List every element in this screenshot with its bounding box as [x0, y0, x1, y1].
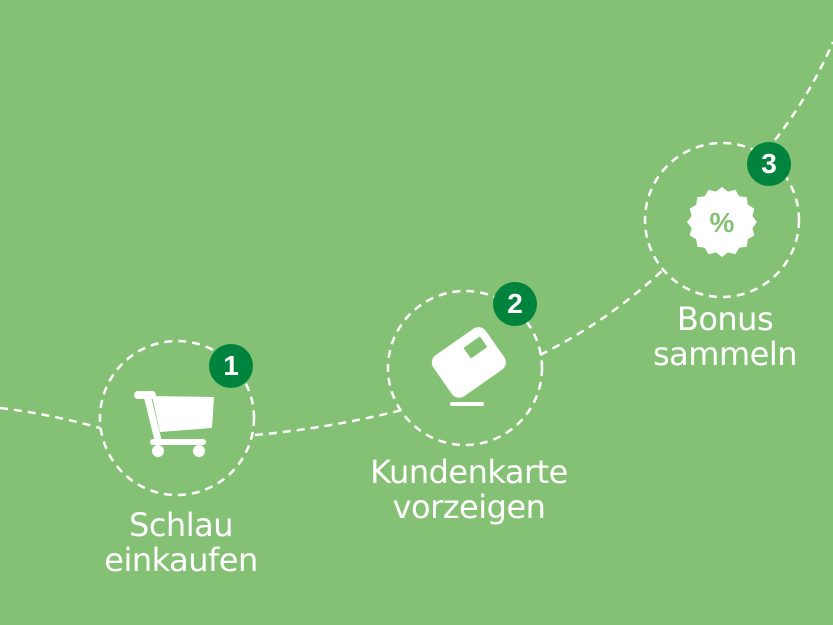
step-circle-2 — [386, 289, 544, 447]
step-label-line: Schlau — [129, 506, 233, 544]
path-segment — [0, 406, 101, 430]
step-circle-3 — [643, 141, 801, 299]
customer-card-icon — [431, 327, 506, 406]
step-label-line: sammeln — [653, 335, 797, 373]
step-badge-3: 3 — [747, 142, 791, 186]
svg-text:%: % — [710, 207, 735, 238]
shopping-cart-icon — [134, 391, 214, 457]
step-badge-2: 2 — [493, 282, 537, 326]
step-label-line: Kundenkarte — [370, 453, 568, 491]
path-segment — [774, 41, 833, 141]
step-label-line: Bonus — [676, 300, 774, 338]
step-circle-1 — [98, 339, 256, 497]
percent-badge-icon: % — [687, 187, 757, 257]
path-segment — [539, 267, 666, 357]
step-label-1: Schlau einkaufen — [51, 508, 311, 578]
step-label-line: vorzeigen — [392, 488, 546, 526]
step-badge-1: 1 — [209, 344, 253, 388]
step-label-line: einkaufen — [104, 541, 258, 579]
step-label-2: Kundenkarte vorzeigen — [339, 455, 599, 525]
path-segment — [254, 408, 403, 437]
step-label-3: Bonus sammeln — [595, 302, 833, 372]
